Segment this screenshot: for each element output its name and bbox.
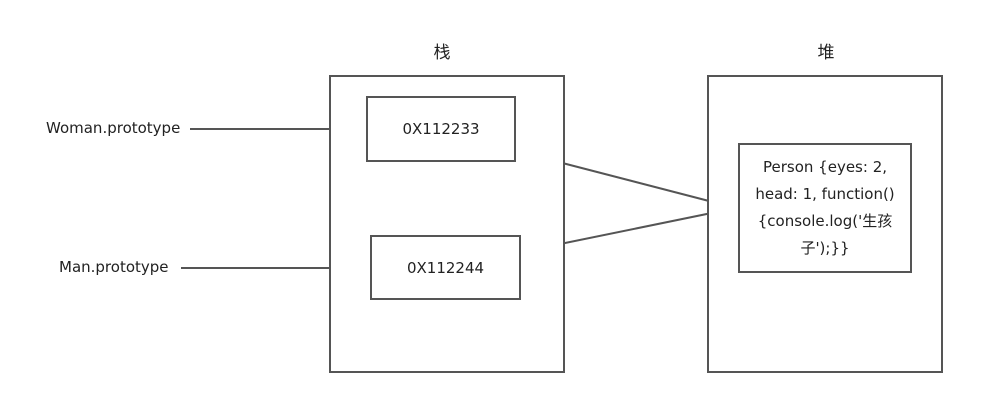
heap-object-person: Person {eyes: 2, head: 1, function(){con… <box>738 143 912 273</box>
stack-heading: 栈 <box>433 43 451 63</box>
woman-prototype-label: Woman.prototype <box>46 119 181 137</box>
stack-cell-value: 0X112233 <box>402 120 480 138</box>
heap-object-text: Person {eyes: 2, head: 1, function(){con… <box>755 158 895 257</box>
stack-cell-value: 0X112244 <box>406 258 485 277</box>
stack-cell-woman: 0X112233 <box>366 96 516 162</box>
heap-heading: 堆 <box>817 43 835 63</box>
man-prototype-label: Man.prototype <box>59 258 169 276</box>
stack-cell-man: 0X112244 <box>370 235 521 300</box>
